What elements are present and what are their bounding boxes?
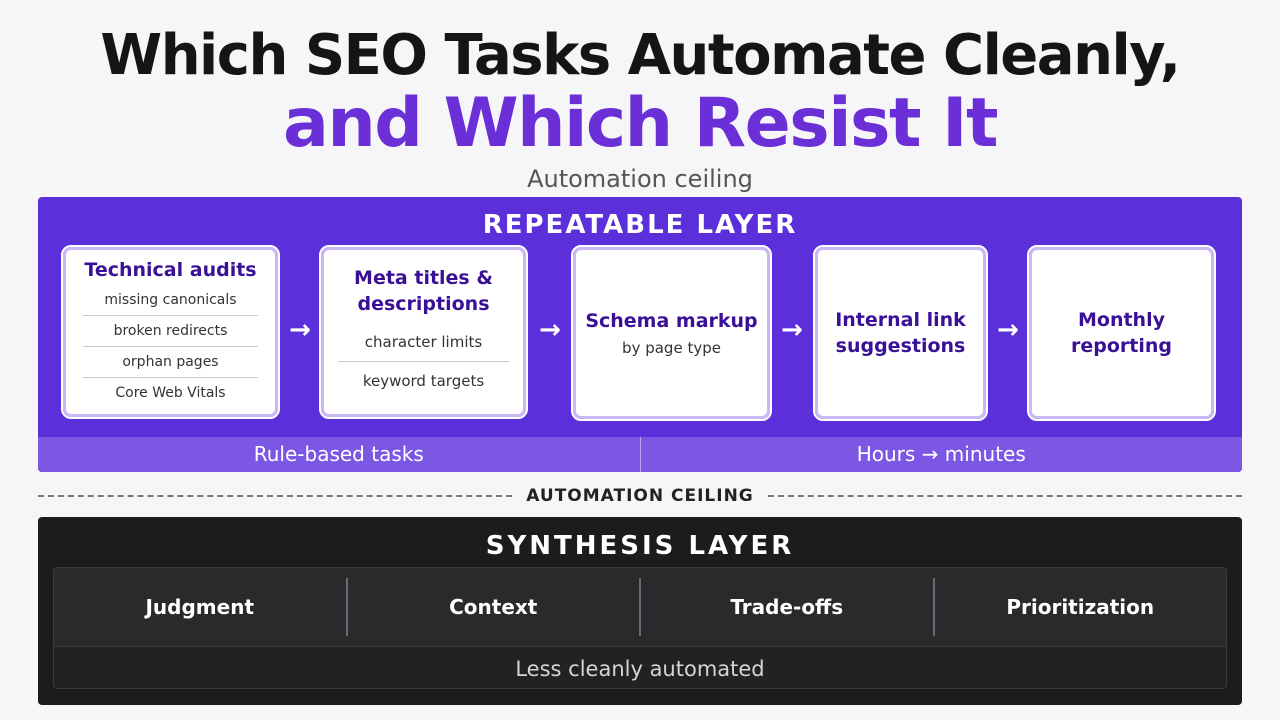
dashed-line [767, 495, 1243, 497]
synthesis-item-trade-offs: Trade-offs [730, 595, 844, 619]
list-item: keyword targets [337, 360, 510, 400]
automation-ceiling-label: AUTOMATION CEILING [526, 486, 754, 506]
card-schema-markup: Schema markup by page type [571, 245, 772, 421]
synthesis-footer: Less cleanly automated [54, 646, 1226, 688]
list-item: Core Web Vitals [82, 376, 259, 408]
synthesis-item-prioritization: Prioritization [1006, 595, 1155, 619]
card-subtitle: by page type [622, 339, 721, 357]
synthesis-items: Judgment Context Trade-offs Prioritizati… [54, 568, 1226, 646]
footer-rule-based-tasks: Rule-based tasks [253, 442, 424, 466]
list-item: character limits [364, 332, 483, 351]
synthesis-item-judgment: Judgment [145, 595, 254, 619]
synthesis-item-context: Context [449, 595, 538, 619]
divider [639, 578, 641, 636]
arrow-right-icon: → [289, 315, 311, 345]
automation-ceiling-divider: AUTOMATION CEILING [38, 484, 1243, 508]
list-item: broken redirects [82, 314, 259, 346]
repeatable-layer-footer: Rule-based tasks Hours → minutes [38, 437, 1242, 472]
page-subtitle: Automation ceiling [527, 165, 753, 193]
card-title: Internal link suggestions [835, 309, 966, 357]
footer-hours-to-minutes: Hours → minutes [639, 437, 1243, 472]
card-title: Meta titles & descriptions [354, 266, 493, 315]
dashed-line [38, 495, 513, 497]
card-technical-audits: Technical audits missing canonicals brok… [61, 245, 280, 419]
synthesis-layer-title: SYNTHESIS LAYER [485, 531, 795, 561]
repeatable-layer: REPEATABLE LAYER Technical audits missin… [38, 197, 1242, 472]
page-title-line2: and Which Resist It [283, 84, 999, 163]
card-meta-titles: Meta titles & descriptions character lim… [319, 245, 528, 419]
list-item: orphan pages [82, 345, 259, 377]
synthesis-panel: Judgment Context Trade-offs Prioritizati… [53, 567, 1227, 689]
arrow-right-icon: → [997, 315, 1019, 345]
synthesis-layer: SYNTHESIS LAYER Judgment Context Trade-o… [38, 517, 1242, 705]
card-title: Monthly reporting [1070, 309, 1172, 357]
card-title: Technical audits [84, 258, 257, 281]
card-title: Schema markup [585, 310, 758, 332]
card-internal-link-suggestions: Internal link suggestions [813, 245, 988, 421]
repeatable-layer-title: REPEATABLE LAYER [482, 210, 798, 240]
divider [345, 578, 348, 636]
list-item: missing canonicals [104, 291, 237, 308]
arrow-right-icon: → [781, 315, 803, 345]
card-monthly-reporting: Monthly reporting [1027, 245, 1216, 421]
page-title-line1: Which SEO Tasks Automate Cleanly, [100, 23, 1181, 88]
arrow-right-icon: → [539, 315, 561, 345]
divider [932, 578, 935, 636]
